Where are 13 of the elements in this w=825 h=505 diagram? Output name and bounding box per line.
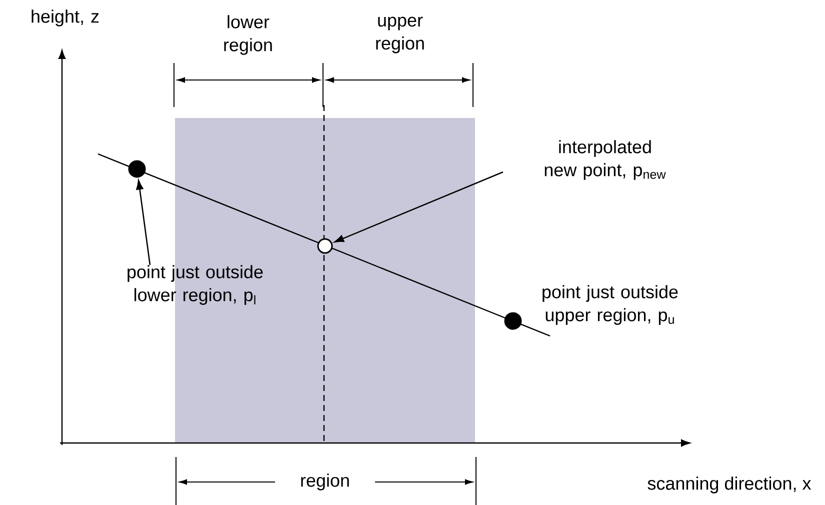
axis-label: height, z: [32, 10, 99, 26]
dimension-label: upper region: [376, 16, 424, 54]
data-point: [504, 312, 522, 330]
axis-label: scanning direction, x: [648, 476, 812, 494]
data-point: [128, 160, 146, 178]
callout-text: point just outside upper region, p$_{u}$: [542, 285, 678, 325]
arrow: [334, 171, 504, 243]
callout-text: point just outside lower region, p$_{l}$: [128, 265, 263, 305]
arrow: [136, 180, 151, 266]
dimension-label: lower region: [224, 15, 272, 55]
dimension-label: region: [301, 474, 349, 490]
callout-text: interpolated new point, p$_{new}$: [544, 140, 666, 180]
data-point: [317, 238, 333, 254]
